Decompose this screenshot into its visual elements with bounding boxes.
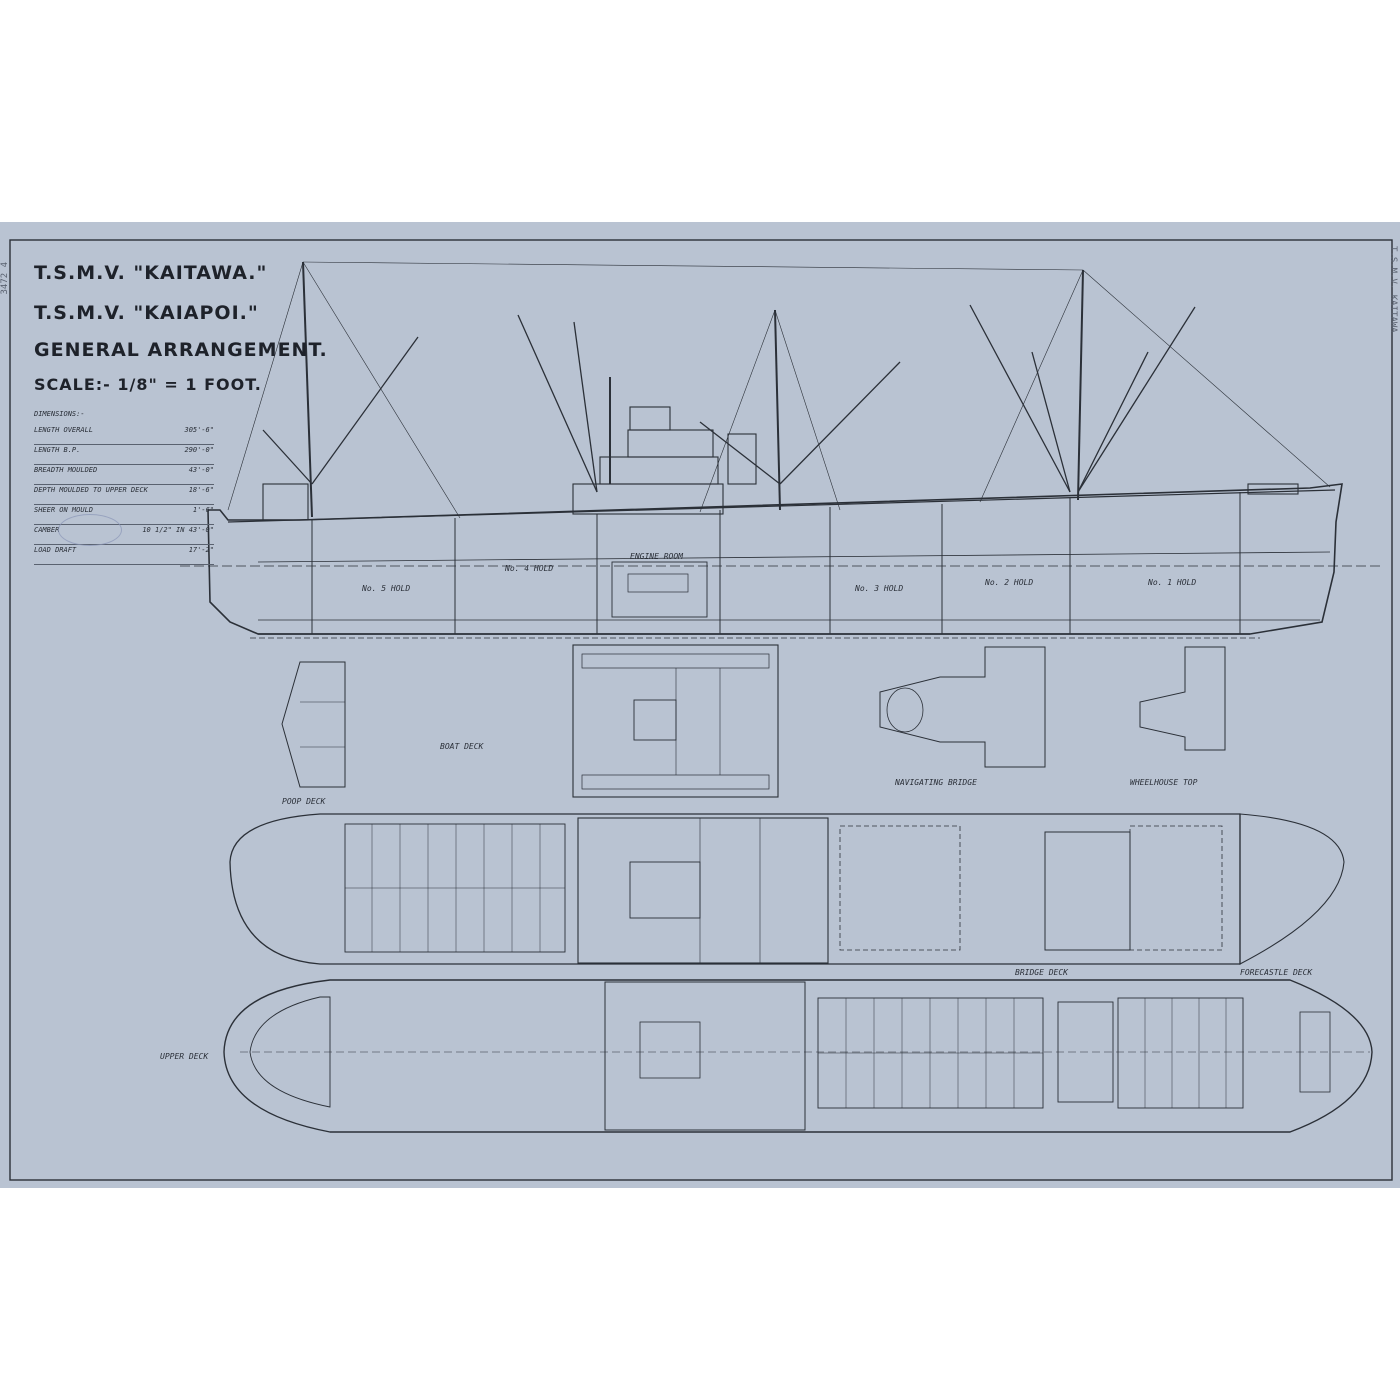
mast-house bbox=[1044, 831, 1131, 951]
upper-midship-house bbox=[604, 981, 806, 1131]
label-forecastle-deck: FORECASTLE DECK bbox=[1240, 968, 1313, 977]
upper-deck-hull bbox=[223, 979, 1373, 1133]
forecastle-store bbox=[1299, 1011, 1331, 1093]
derricks bbox=[262, 304, 1196, 493]
poop-house-plan bbox=[281, 661, 346, 788]
margin-ref-right: T.S.M.V. KAITAWA bbox=[1388, 246, 1398, 333]
margin-ref-left: 3472 4 bbox=[0, 262, 10, 295]
drawing-border bbox=[9, 239, 1393, 1181]
label-hold-5: No. 5 HOLD bbox=[362, 584, 411, 593]
midship-house bbox=[577, 817, 829, 964]
ink-stamp bbox=[58, 514, 122, 546]
navigating-bridge-plan bbox=[879, 646, 1046, 768]
wheelhouse-top-plan bbox=[1139, 646, 1226, 751]
title-ship-1: T.S.M.V. "KAITAWA." bbox=[34, 262, 268, 284]
dimensions-heading: DIMENSIONS:- bbox=[34, 410, 85, 418]
bulkheads bbox=[311, 492, 1241, 634]
bridge-deck-hull bbox=[229, 813, 1241, 965]
label-hold-1: No. 1 HOLD bbox=[1148, 578, 1197, 587]
label-boat-deck: BOAT DECK bbox=[440, 742, 484, 751]
label-hold-3: No. 3 HOLD bbox=[855, 584, 904, 593]
label-upper-deck: UPPER DECK bbox=[160, 1052, 209, 1061]
engine-block bbox=[611, 561, 708, 618]
label-hold-4: No. 4 HOLD bbox=[505, 564, 554, 573]
hatch-no3 bbox=[839, 825, 961, 951]
poop-plan-aft bbox=[249, 996, 331, 1108]
scale-note: SCALE:- 1/8" = 1 FOOT. bbox=[34, 375, 262, 394]
label-engine-room: ENGINE ROOM bbox=[630, 552, 683, 561]
label-hold-2: No. 2 HOLD bbox=[985, 578, 1034, 587]
label-poop-deck: POOP DECK bbox=[282, 797, 326, 806]
hatch-no2 bbox=[1129, 825, 1223, 951]
tween-deck-line bbox=[257, 551, 1331, 563]
masts bbox=[302, 261, 1084, 518]
upper-deck-line bbox=[227, 489, 1336, 523]
label-navigating-bridge: NAVIGATING BRIDGE bbox=[895, 778, 977, 787]
label-bridge-deck: BRIDGE DECK bbox=[1015, 968, 1068, 977]
blueprint-sheet: T.S.M.V. "KAITAWA." T.S.M.V. "KAIAPOI." … bbox=[0, 222, 1400, 1188]
hatch-upper-1 bbox=[1117, 997, 1244, 1109]
upper-mast-house bbox=[1057, 1001, 1114, 1103]
title-drawing: GENERAL ARRANGEMENT. bbox=[34, 339, 328, 361]
general-arrangement-drawing bbox=[9, 239, 1393, 1181]
dimension-row: LENGTH B.P.290'-0" bbox=[34, 446, 214, 465]
rigging bbox=[227, 261, 1331, 519]
profile-hull bbox=[207, 483, 1343, 635]
superstructure bbox=[262, 406, 1299, 521]
title-ship-2: T.S.M.V. "KAIAPOI." bbox=[34, 302, 259, 324]
forecastle-plan bbox=[1239, 813, 1345, 965]
boat-deck-plan bbox=[572, 644, 779, 798]
label-wheelhouse-top: WHEELHOUSE TOP bbox=[1130, 778, 1198, 787]
